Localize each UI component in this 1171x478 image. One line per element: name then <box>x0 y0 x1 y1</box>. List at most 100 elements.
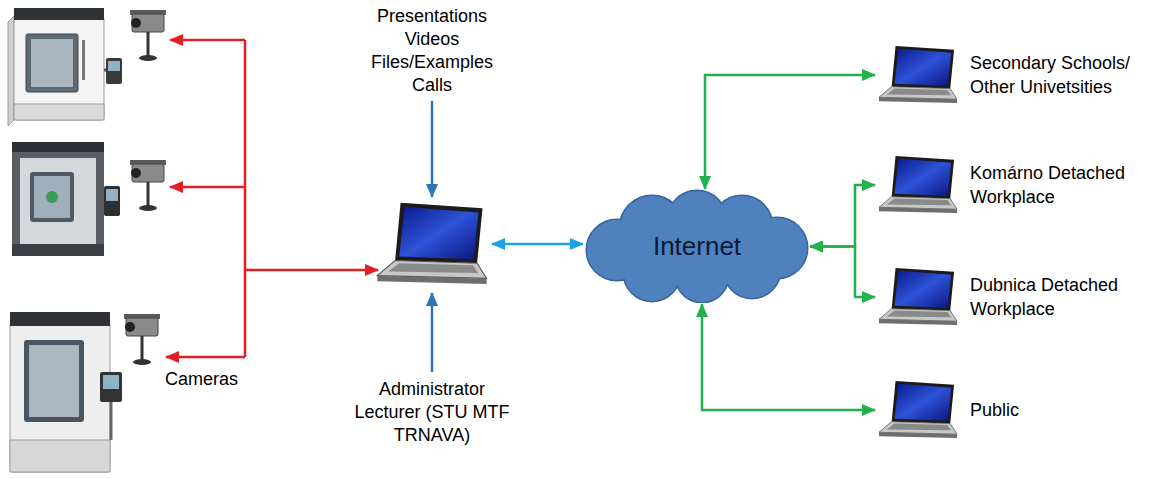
laptop-front <box>377 276 486 284</box>
graphic-part <box>110 402 113 440</box>
graphic-part <box>131 168 141 178</box>
content-list: Presentations Videos Files/Examples Call… <box>365 5 499 97</box>
lecturer-laptop: Presentations Videos Files/Examples Call… <box>376 200 488 288</box>
client-text-box: Dubnica Detached Workplace <box>970 273 1138 321</box>
graphic-part <box>14 8 104 20</box>
graphic-part <box>244 40 247 357</box>
camera <box>130 160 166 211</box>
client-text-box: Secondary Schools/ Other Univetsities <box>970 51 1138 99</box>
laptop-keyboard <box>887 89 951 96</box>
laptop-base <box>879 87 957 100</box>
client-laptop: Dubnica Detached Workplace <box>878 266 1138 328</box>
internet-cloud: Internet <box>572 188 822 303</box>
graphic-part <box>12 142 104 152</box>
laptop-bezel <box>892 46 954 89</box>
graphic-part <box>10 312 110 326</box>
laptop-bezel <box>395 203 482 264</box>
graphic-part <box>24 340 84 422</box>
graphic-part <box>125 322 135 332</box>
laptop-bezel <box>892 268 954 311</box>
graphic-part <box>31 39 73 87</box>
graphic-part <box>166 356 245 359</box>
graphic-part <box>587 191 807 302</box>
laptop-icon <box>878 44 958 106</box>
graphic-part <box>131 18 141 28</box>
cloud-label: Internet <box>653 231 741 261</box>
laptop-bezel <box>892 156 954 199</box>
cnc-machine <box>8 8 122 126</box>
client-text-box: Public <box>970 398 1138 422</box>
client-label: Public <box>970 398 1138 422</box>
laptop-icon <box>376 200 488 288</box>
client-laptop: Secondary Schools/ Other Univetsities <box>878 44 1138 106</box>
graphic-part <box>141 336 144 360</box>
graphic-part <box>106 189 118 201</box>
graphic-part <box>34 176 70 218</box>
laptop-front <box>879 207 957 213</box>
laptop-base <box>879 422 957 435</box>
laptop-keyboard <box>887 424 951 431</box>
graphic-part <box>139 55 157 61</box>
graphic-part <box>132 164 164 182</box>
laptop-base <box>879 197 957 210</box>
laptop-front <box>879 432 957 438</box>
camera-link <box>166 40 378 357</box>
graphic-part <box>245 269 378 272</box>
graphic-part <box>587 191 807 302</box>
graphic-part <box>29 345 79 417</box>
laptop-front <box>879 319 957 325</box>
graphic-part <box>12 244 104 256</box>
graphic-part <box>46 191 58 203</box>
laptop-icon <box>878 266 958 328</box>
laptop-base <box>377 261 486 279</box>
graphic-part <box>431 293 434 372</box>
graphic-part <box>82 40 85 80</box>
graphic-part <box>26 34 78 92</box>
graphic-part <box>126 318 158 336</box>
graphic-part <box>132 14 164 32</box>
laptop-screen <box>399 207 478 259</box>
graphic-part <box>147 32 150 56</box>
graphic-part <box>133 359 151 365</box>
camera-label: Cameras <box>165 368 238 391</box>
graphic-part <box>139 205 157 211</box>
graphic-part <box>106 58 122 84</box>
lecturer-caption: Administrator Lecturer (STU MTF TRNAVA) <box>345 378 519 447</box>
laptop-base <box>879 309 957 322</box>
laptop-keyboard <box>388 263 478 273</box>
graphic-part <box>10 322 110 472</box>
network-link <box>705 75 875 189</box>
laptop-icon <box>878 154 958 216</box>
graphic-part <box>30 172 74 222</box>
graphic-part <box>103 375 119 389</box>
laptop-keyboard <box>887 311 951 318</box>
graphic-part <box>104 186 120 216</box>
graphic-part <box>431 101 434 197</box>
network-link <box>810 185 875 247</box>
graphic-part <box>14 104 104 120</box>
laptop-screen <box>895 159 952 196</box>
network-link <box>492 243 583 246</box>
laptop-front <box>879 97 957 103</box>
laptop-screen <box>895 271 952 308</box>
laptop-bezel <box>892 381 954 424</box>
graphic-part <box>147 182 150 206</box>
laptop-keyboard <box>887 199 951 206</box>
client-label: Dubnica Detached Workplace <box>970 273 1138 321</box>
graphic-part <box>108 61 120 71</box>
graphic-part <box>12 150 104 254</box>
client-text-box: Komárno Detached Workplace <box>970 161 1138 209</box>
camera <box>124 314 160 365</box>
laptop-icon <box>878 379 958 441</box>
graphic-part <box>100 372 122 402</box>
cnc-machine <box>10 312 122 472</box>
client-label: Secondary Schools/ Other Univetsities <box>970 51 1138 99</box>
network-link <box>810 247 875 298</box>
client-label: Komárno Detached Workplace <box>970 161 1138 209</box>
graphic-part <box>170 186 245 189</box>
network-link <box>702 304 875 410</box>
client-laptop: Komárno Detached Workplace <box>878 154 1138 216</box>
graphic-part <box>8 16 14 126</box>
cnc-machine <box>12 142 120 256</box>
